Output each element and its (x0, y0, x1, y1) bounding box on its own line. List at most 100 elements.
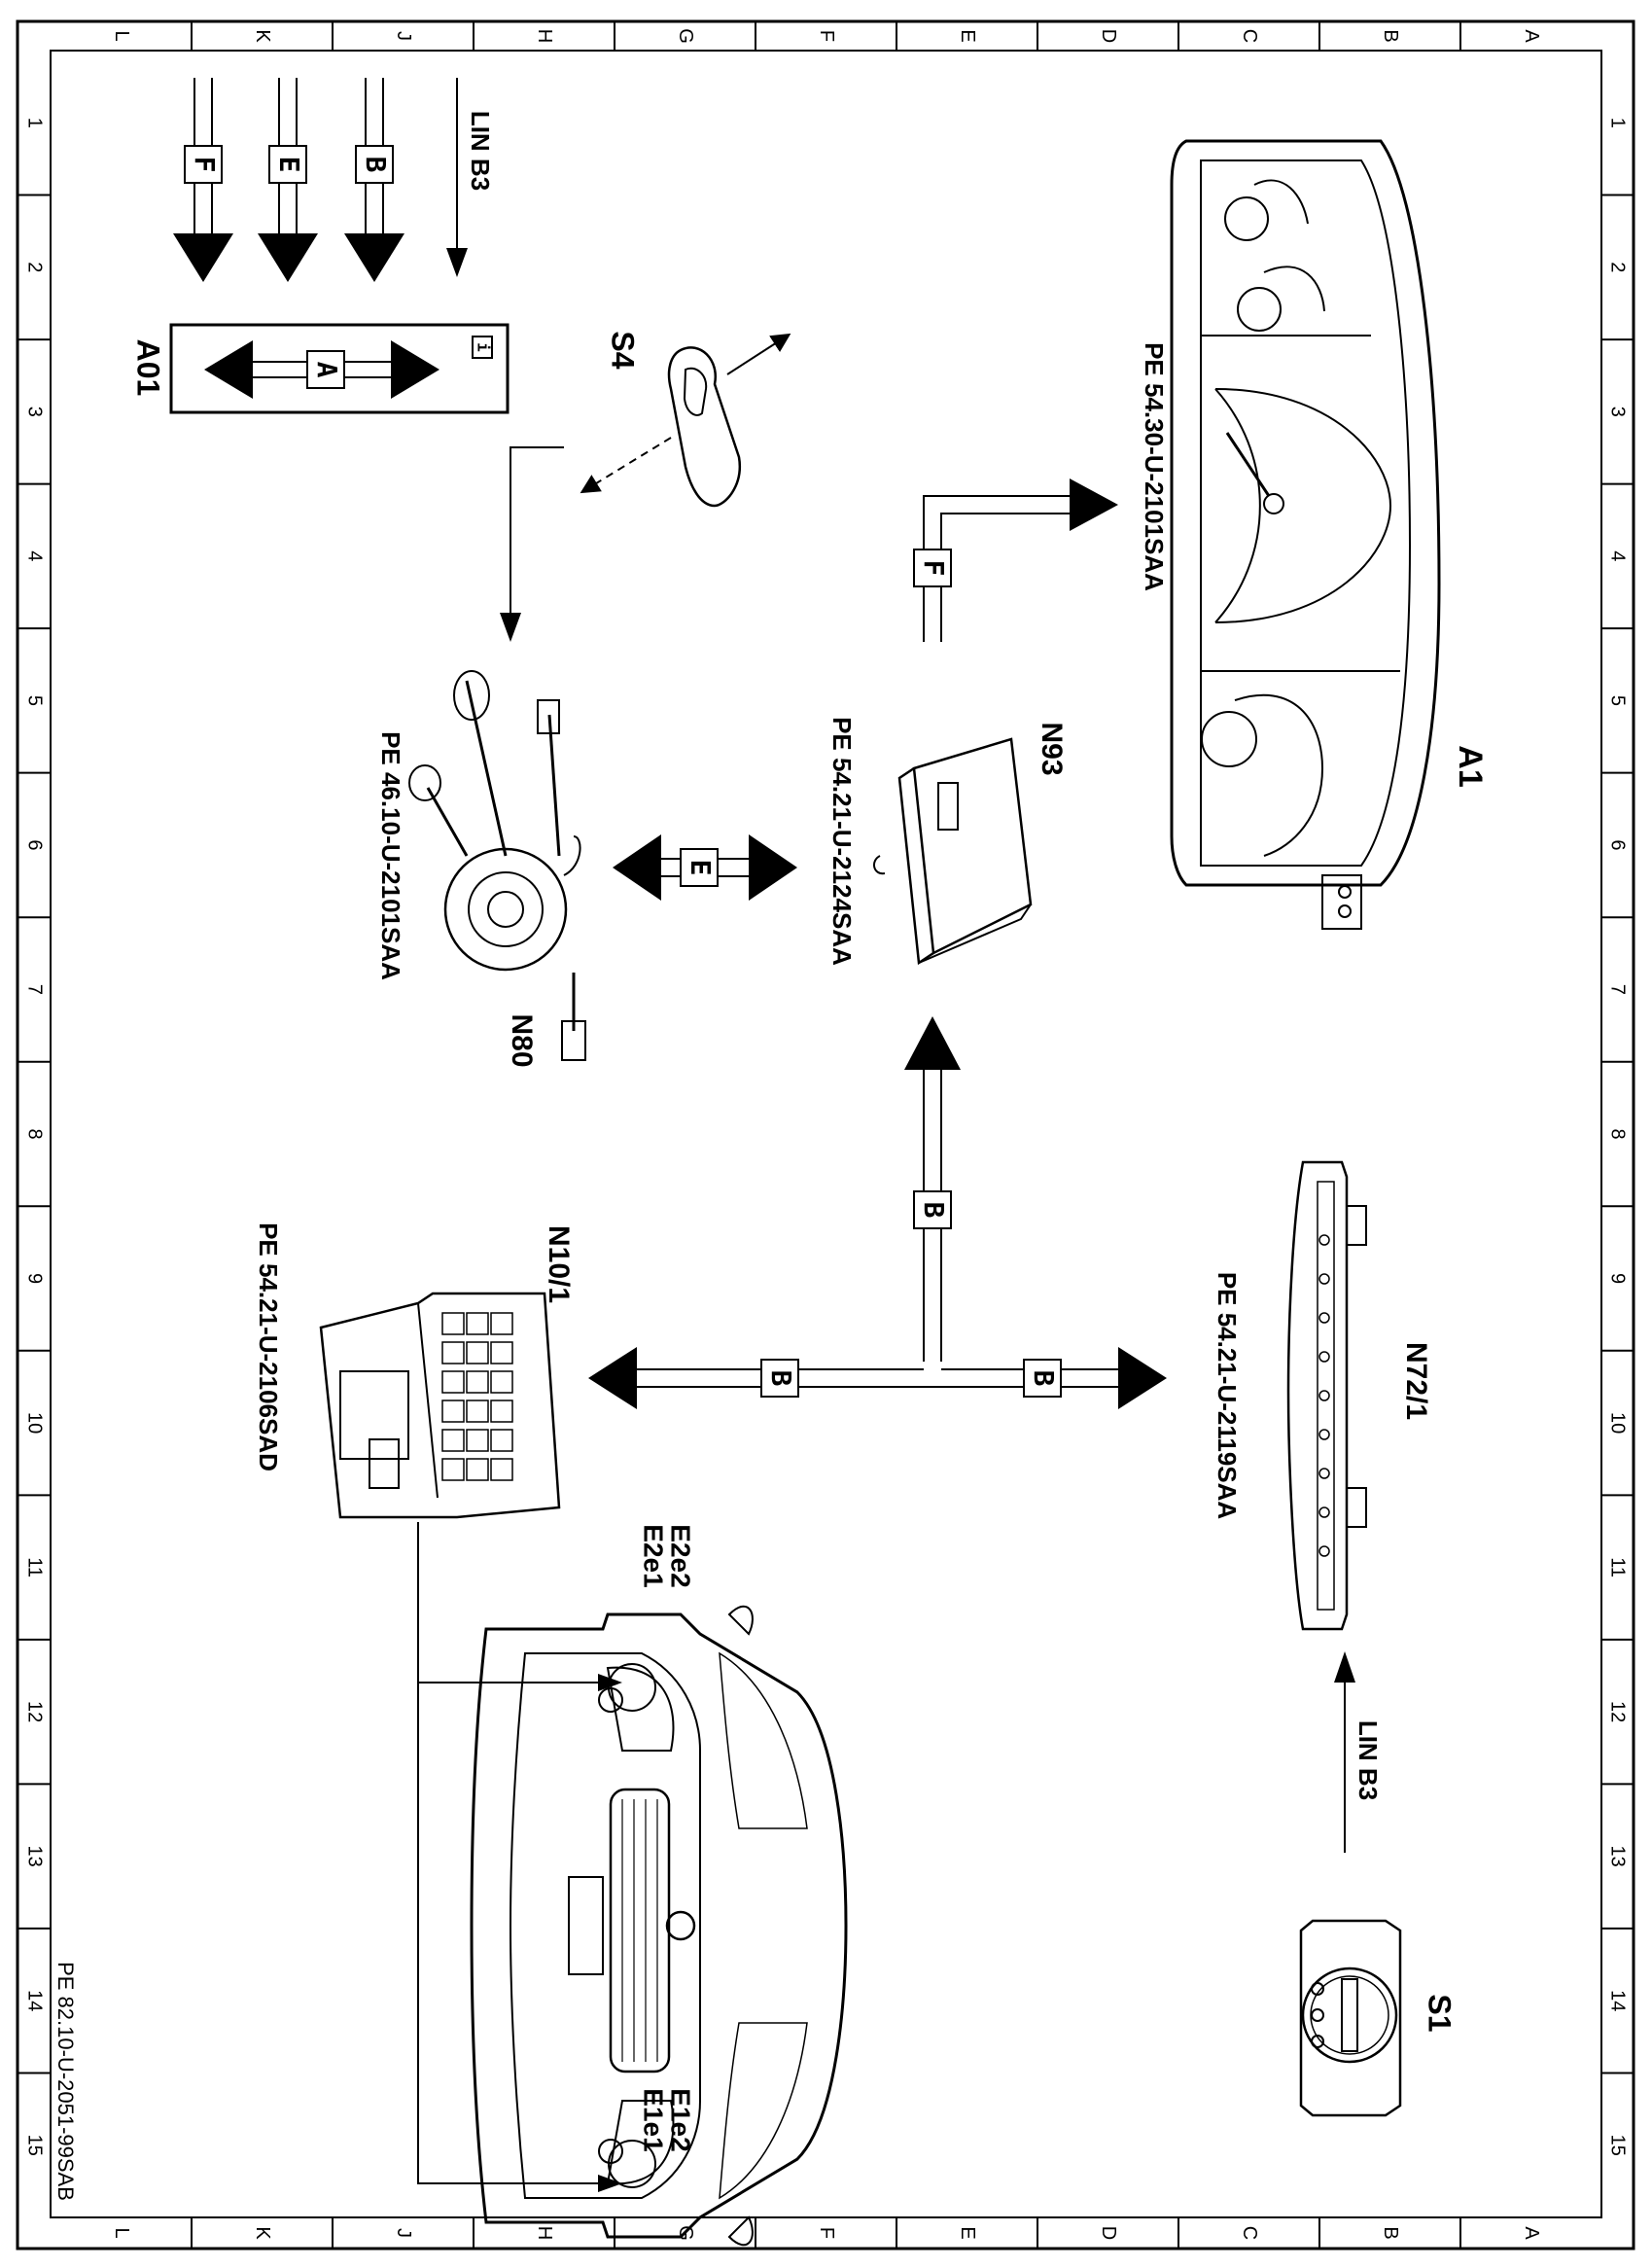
bus-label-e: E (273, 157, 305, 173)
n72-bus-label: B (1028, 1370, 1060, 1387)
n72-label: N72/1 (1400, 1342, 1432, 1420)
lin-s1-to-n72: LIN B3 (1334, 1651, 1383, 1853)
grid-col-top-L: L (111, 30, 132, 41)
grid-col-top-G: G (675, 28, 696, 44)
outer-frame (16, 19, 1635, 2250)
grid-col-bottom-H: H (534, 2226, 555, 2240)
bus-e-n80-n93: E (613, 834, 797, 901)
n72-ref: PE 54.21-U-2119SAA (1213, 1272, 1242, 1520)
grid-col-top-D: D (1098, 29, 1119, 43)
grid-col-bottom-B: B (1380, 2226, 1401, 2239)
n80-ref: PE 46.10-U-2101SAA (376, 731, 405, 980)
grid-row-left-9: 9 (24, 1273, 46, 1284)
grid-row-left-1: 1 (24, 118, 46, 128)
grid-col-bottom-C: C (1239, 2226, 1260, 2240)
top-bus-labels: F E B LIN B3 (184, 111, 495, 191)
grid-col-top-A: A (1521, 29, 1542, 43)
n10-module: N10/1 PE 54.21-U-2106SAD (254, 1223, 575, 1519)
grid-row-left-11: 11 (24, 1557, 46, 1577)
grid-col-bottom-D: D (1098, 2226, 1119, 2240)
grid-row-right-4: 4 (1607, 550, 1629, 561)
inner-frame (50, 50, 1602, 2218)
car-front (470, 1605, 848, 2247)
grid-row-right-10: 10 (1607, 1412, 1629, 1434)
grid-row-right-14: 14 (1607, 1990, 1629, 2011)
grid-col-bottom-K: K (252, 2226, 273, 2240)
grid-row-left-5: 5 (24, 695, 46, 706)
grid-row-left-13: 13 (24, 1846, 46, 1867)
grid-row-right-6: 6 (1607, 839, 1629, 850)
grid-col-bottom-J: J (393, 2228, 414, 2238)
grid-col-top-K: K (252, 29, 273, 43)
grid-col-bottom-F: F (816, 2227, 837, 2239)
a01-info-icon: i (475, 342, 493, 352)
n72-panel: N72/1 PE 54.21-U-2119SAA (1213, 1160, 1432, 1631)
grid-row-right-1: 1 (1607, 118, 1629, 128)
grid-row-right-11: 11 (1607, 1557, 1629, 1577)
lin-bus-label-top: LIN B3 (466, 111, 495, 191)
grid-col-top-F: F (816, 30, 837, 42)
a01-block: A i A01 (131, 323, 510, 414)
grid-row-right-13: 13 (1607, 1846, 1629, 1867)
footer-ref: PE 82.10-U-2051-99SAB (53, 1962, 78, 2201)
grid-row-right-5: 5 (1607, 695, 1629, 706)
grid-col-top-H: H (534, 29, 555, 43)
a01-label: A01 (131, 339, 166, 397)
grid-row-right-7: 7 (1607, 984, 1629, 995)
grid-col-top-E: E (957, 29, 978, 42)
grid-row-left-7: 7 (24, 984, 46, 995)
grid-row-right-2: 2 (1607, 262, 1629, 272)
e2e1-label: E2e1 (639, 1524, 669, 1587)
n80-bus-label: E (685, 860, 717, 876)
grid-row-right-8: 8 (1607, 1128, 1629, 1139)
e2e2-label: E2e2 (666, 1524, 696, 1587)
grid-col-top-J: J (393, 31, 414, 41)
n93-module: N93 PE 54.21-U-2124SAA (827, 717, 1068, 966)
s1-switch: S1 (1299, 1919, 1458, 2117)
grid-row-left-4: 4 (24, 550, 46, 561)
grid-row-right-9: 9 (1607, 1273, 1629, 1284)
n10-label: N10/1 (543, 1225, 575, 1303)
bus-label-f: F (189, 157, 221, 173)
a1-instrument-cluster: A1 PE 54.30-U-2101SAA (1140, 139, 1489, 930)
bus-b-vertical-label: B (918, 1202, 950, 1219)
grid-row-right-15: 15 (1607, 2135, 1629, 2156)
lin-bus-label-right: LIN B3 (1353, 1720, 1383, 1800)
grid-col-top-C: C (1239, 29, 1260, 43)
n10-bus-label: B (765, 1370, 797, 1387)
n10-to-headlamps (417, 1522, 622, 2192)
e1e1-label: E1e1 (639, 2088, 669, 2151)
n10-ref: PE 54.21-U-2106SAD (254, 1223, 283, 1471)
grid-row-left-3: 3 (24, 407, 46, 417)
grid-col-bottom-L: L (111, 2227, 132, 2238)
n93-label: N93 (1036, 722, 1068, 775)
grid-row-left-2: 2 (24, 262, 46, 272)
grid-col-bottom-E: E (957, 2226, 978, 2239)
a1-bus-label: F (918, 560, 950, 577)
n80-switch: N80 PE 46.10-U-2101SAA (376, 670, 586, 1068)
s4-lever: S4 (500, 331, 791, 642)
headlamp-labels: E2e2 E2e1 E1e2 E1e1 (639, 1524, 696, 2151)
grid-row-right-12: 12 (1607, 1701, 1629, 1722)
a01-bus-label: A (311, 362, 343, 378)
grid-row-left-15: 15 (24, 2135, 46, 2156)
grid-col-top-B: B (1380, 29, 1401, 42)
grid-row-right-3: 3 (1607, 407, 1629, 417)
n93-ref: PE 54.21-U-2124SAA (827, 717, 857, 966)
grid-row-left-14: 14 (24, 1990, 46, 2011)
grid-row-left-12: 12 (24, 1701, 46, 1722)
bus-b-tree: B B B (588, 1016, 1167, 1409)
s1-label: S1 (1423, 1994, 1458, 2032)
bus-f-to-a1: F (913, 478, 1118, 642)
bus-label-b: B (360, 157, 392, 173)
a1-label: A1 (1452, 745, 1489, 787)
n80-label: N80 (506, 1013, 538, 1067)
a1-ref: PE 54.30-U-2101SAA (1140, 342, 1169, 591)
grid-row-left-10: 10 (24, 1412, 46, 1434)
s4-label: S4 (606, 331, 641, 369)
e1e2-label: E1e2 (666, 2088, 696, 2151)
grid-col-bottom-A: A (1521, 2226, 1542, 2240)
grid-row-left-6: 6 (24, 839, 46, 850)
